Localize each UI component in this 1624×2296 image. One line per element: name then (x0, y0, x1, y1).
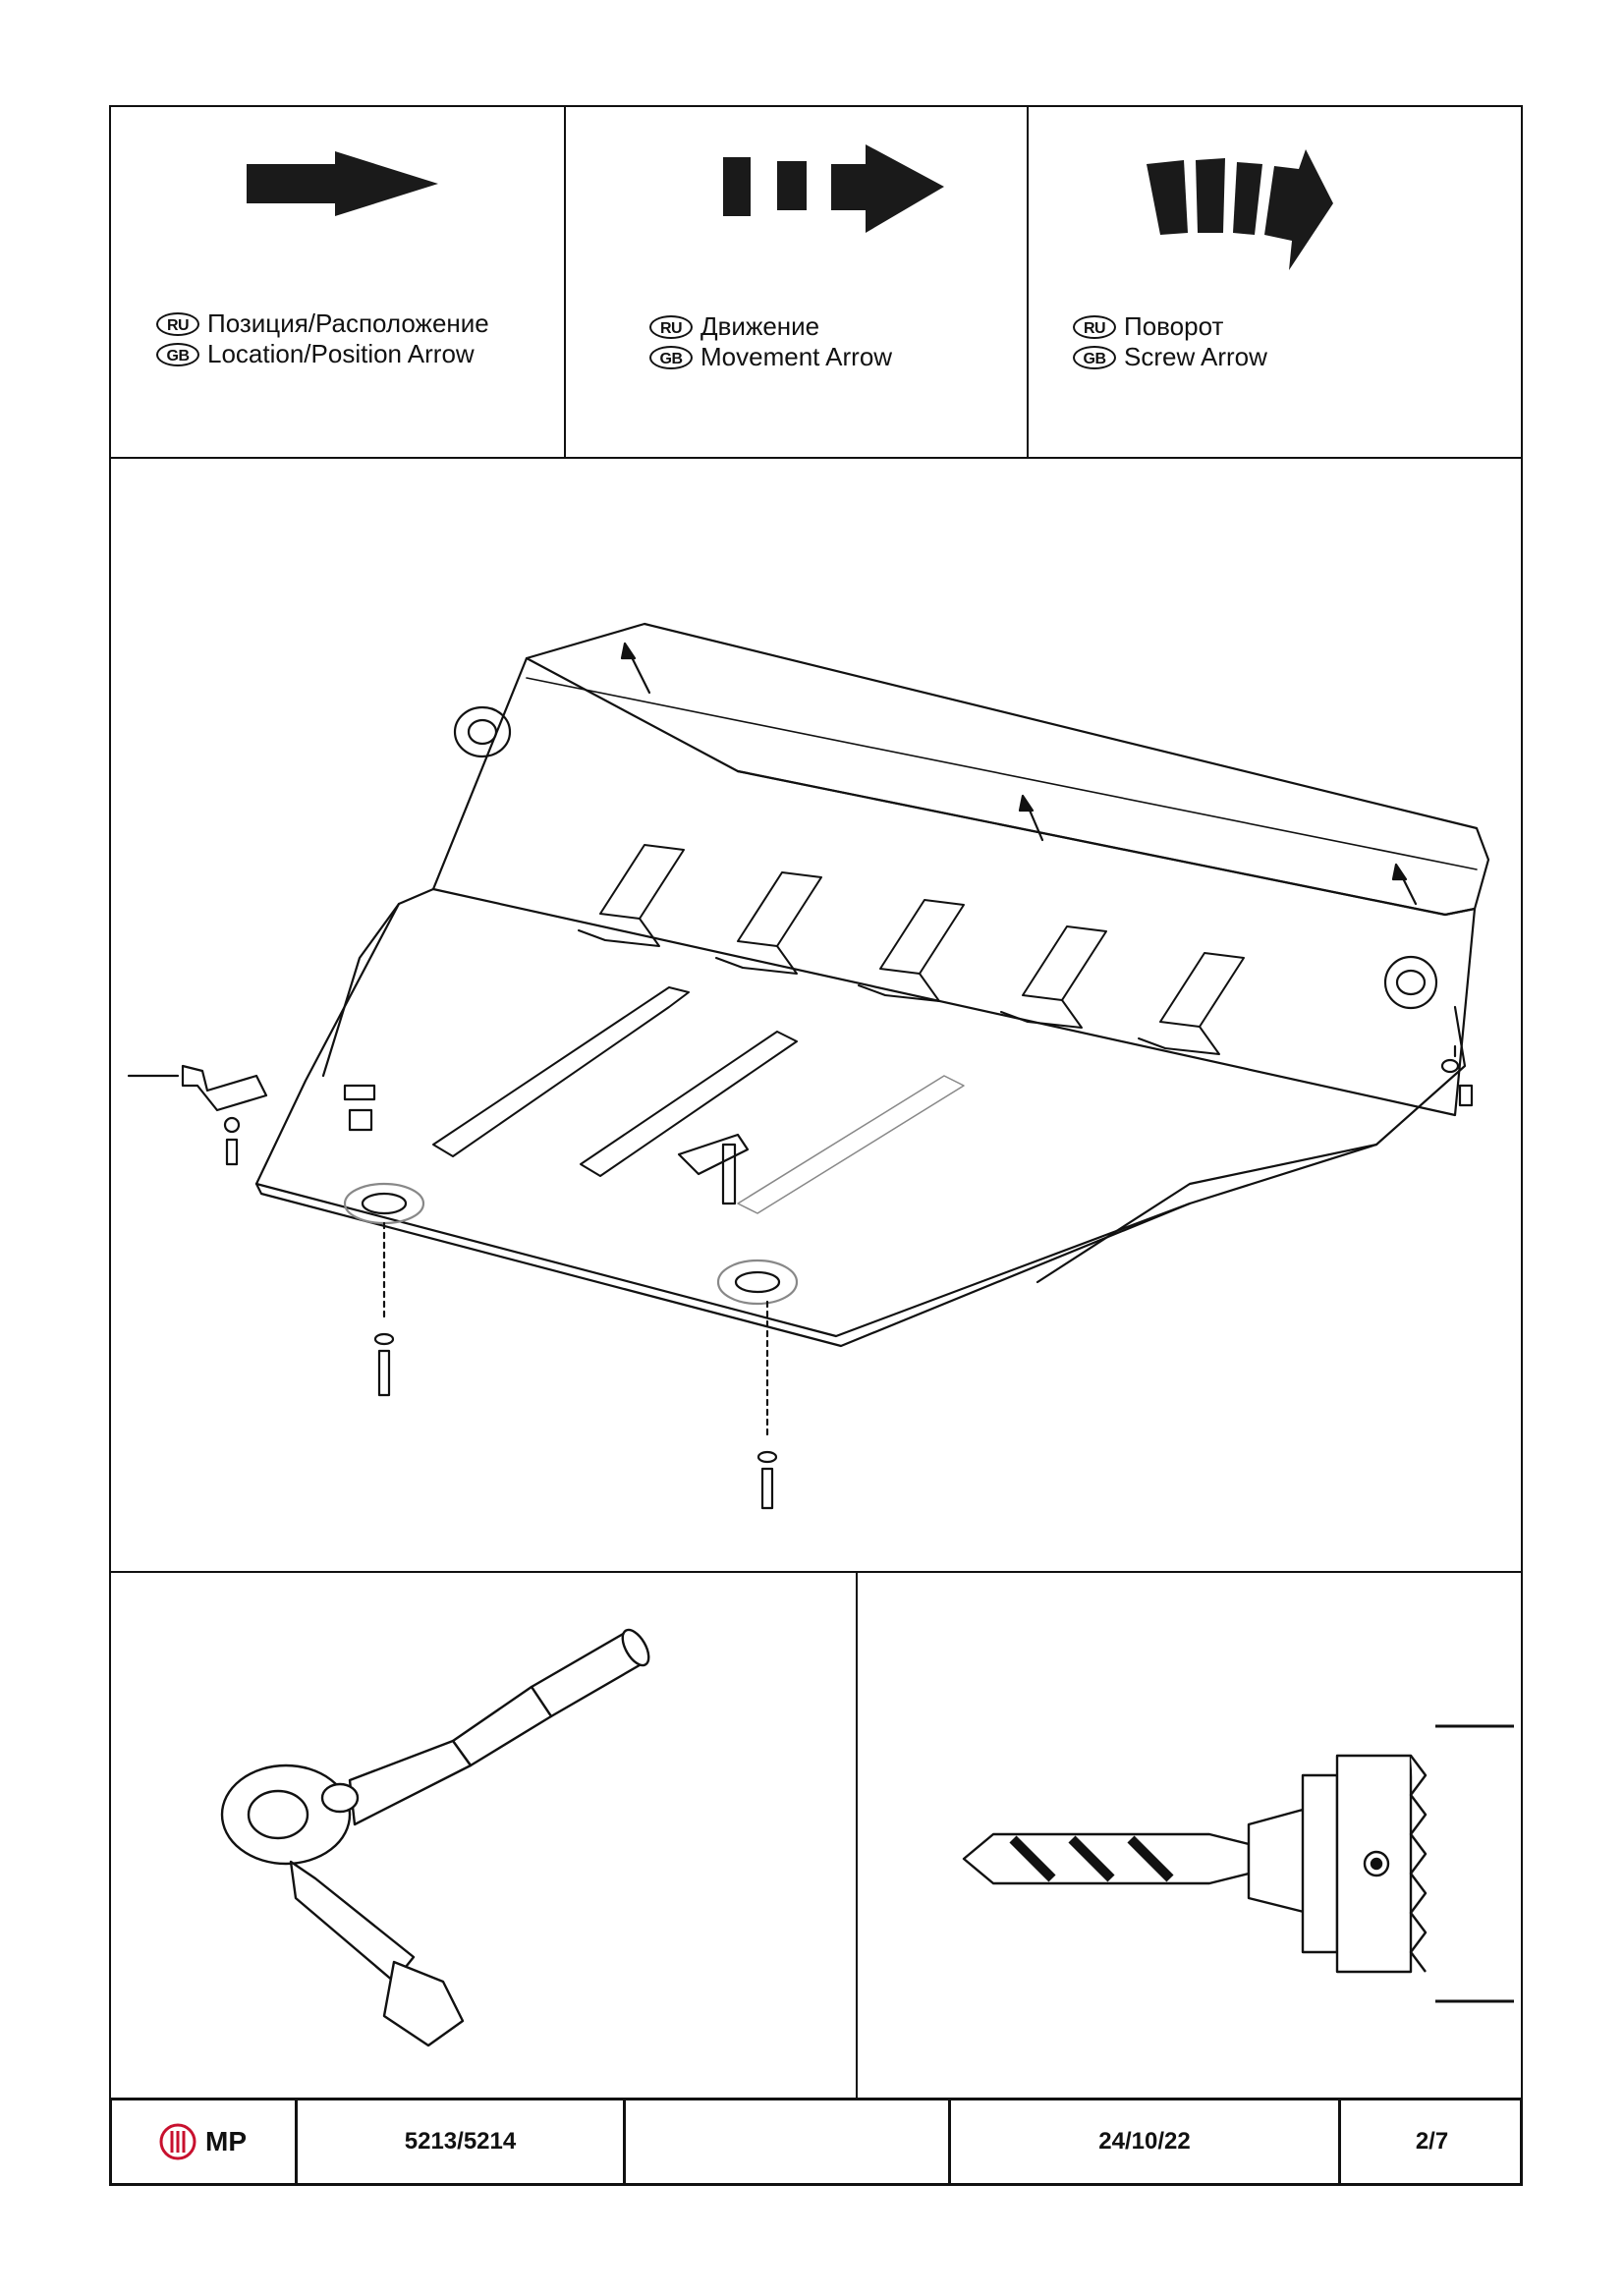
ru-badge: RU (1073, 314, 1116, 339)
location-arrow-icon (247, 151, 438, 216)
gb-badge: GB (1073, 345, 1116, 369)
legend-location-ru: Позиция/Расположение (207, 308, 489, 338)
skid-plate-assembly-diagram (127, 622, 1490, 1510)
legend-movement: RU Движение GB Movement Arrow (566, 105, 1027, 459)
legend-divider-1 (564, 105, 566, 459)
legend-divider-2 (1027, 105, 1029, 459)
brand-logo-text: MP (205, 2126, 247, 2156)
page-number: 2/7 (1415, 2128, 1449, 2155)
legend-screw: RU Поворот GB Screw Arrow (1029, 105, 1523, 459)
ru-badge: RU (649, 314, 693, 339)
ratchet-wrench-icon (220, 1628, 650, 2047)
legend-movement-gb: Movement Arrow (700, 342, 893, 371)
legend-row (109, 105, 1523, 459)
date: 24/10/22 (1098, 2128, 1191, 2155)
footer-cells: MP 5213/5214 24/10/22 2/7 (109, 2098, 1523, 2186)
drill-bit-chuck-icon (962, 1724, 1514, 2003)
part-number: 5213/5214 (404, 2128, 517, 2155)
gb-badge: GB (156, 342, 199, 366)
legend-screw-ru: Поворот (1124, 311, 1224, 341)
legend-location-gb: Location/Position Arrow (207, 339, 475, 368)
movement-arrow-icon (723, 144, 944, 233)
vent-slot (578, 844, 1245, 1055)
assembly-panel (109, 457, 1523, 1573)
legend-movement-ru: Движение (700, 311, 820, 341)
instruction-page: RU Позиция/Расположение GB Location/Positi… (109, 105, 1523, 2186)
gb-badge: GB (649, 345, 693, 369)
brand-logo-icon (159, 2123, 196, 2160)
footer-logo: MP (109, 2098, 296, 2186)
legend-screw-gb: Screw Arrow (1124, 342, 1267, 371)
ru-badge: RU (156, 311, 199, 336)
footer (109, 2098, 1523, 2186)
tools-divider (856, 1571, 858, 2100)
blank-cell (626, 2098, 948, 2186)
legend-location: RU Позиция/Расположение GB Location/Positi… (109, 105, 564, 459)
screw-arrow-icon (1147, 149, 1333, 270)
